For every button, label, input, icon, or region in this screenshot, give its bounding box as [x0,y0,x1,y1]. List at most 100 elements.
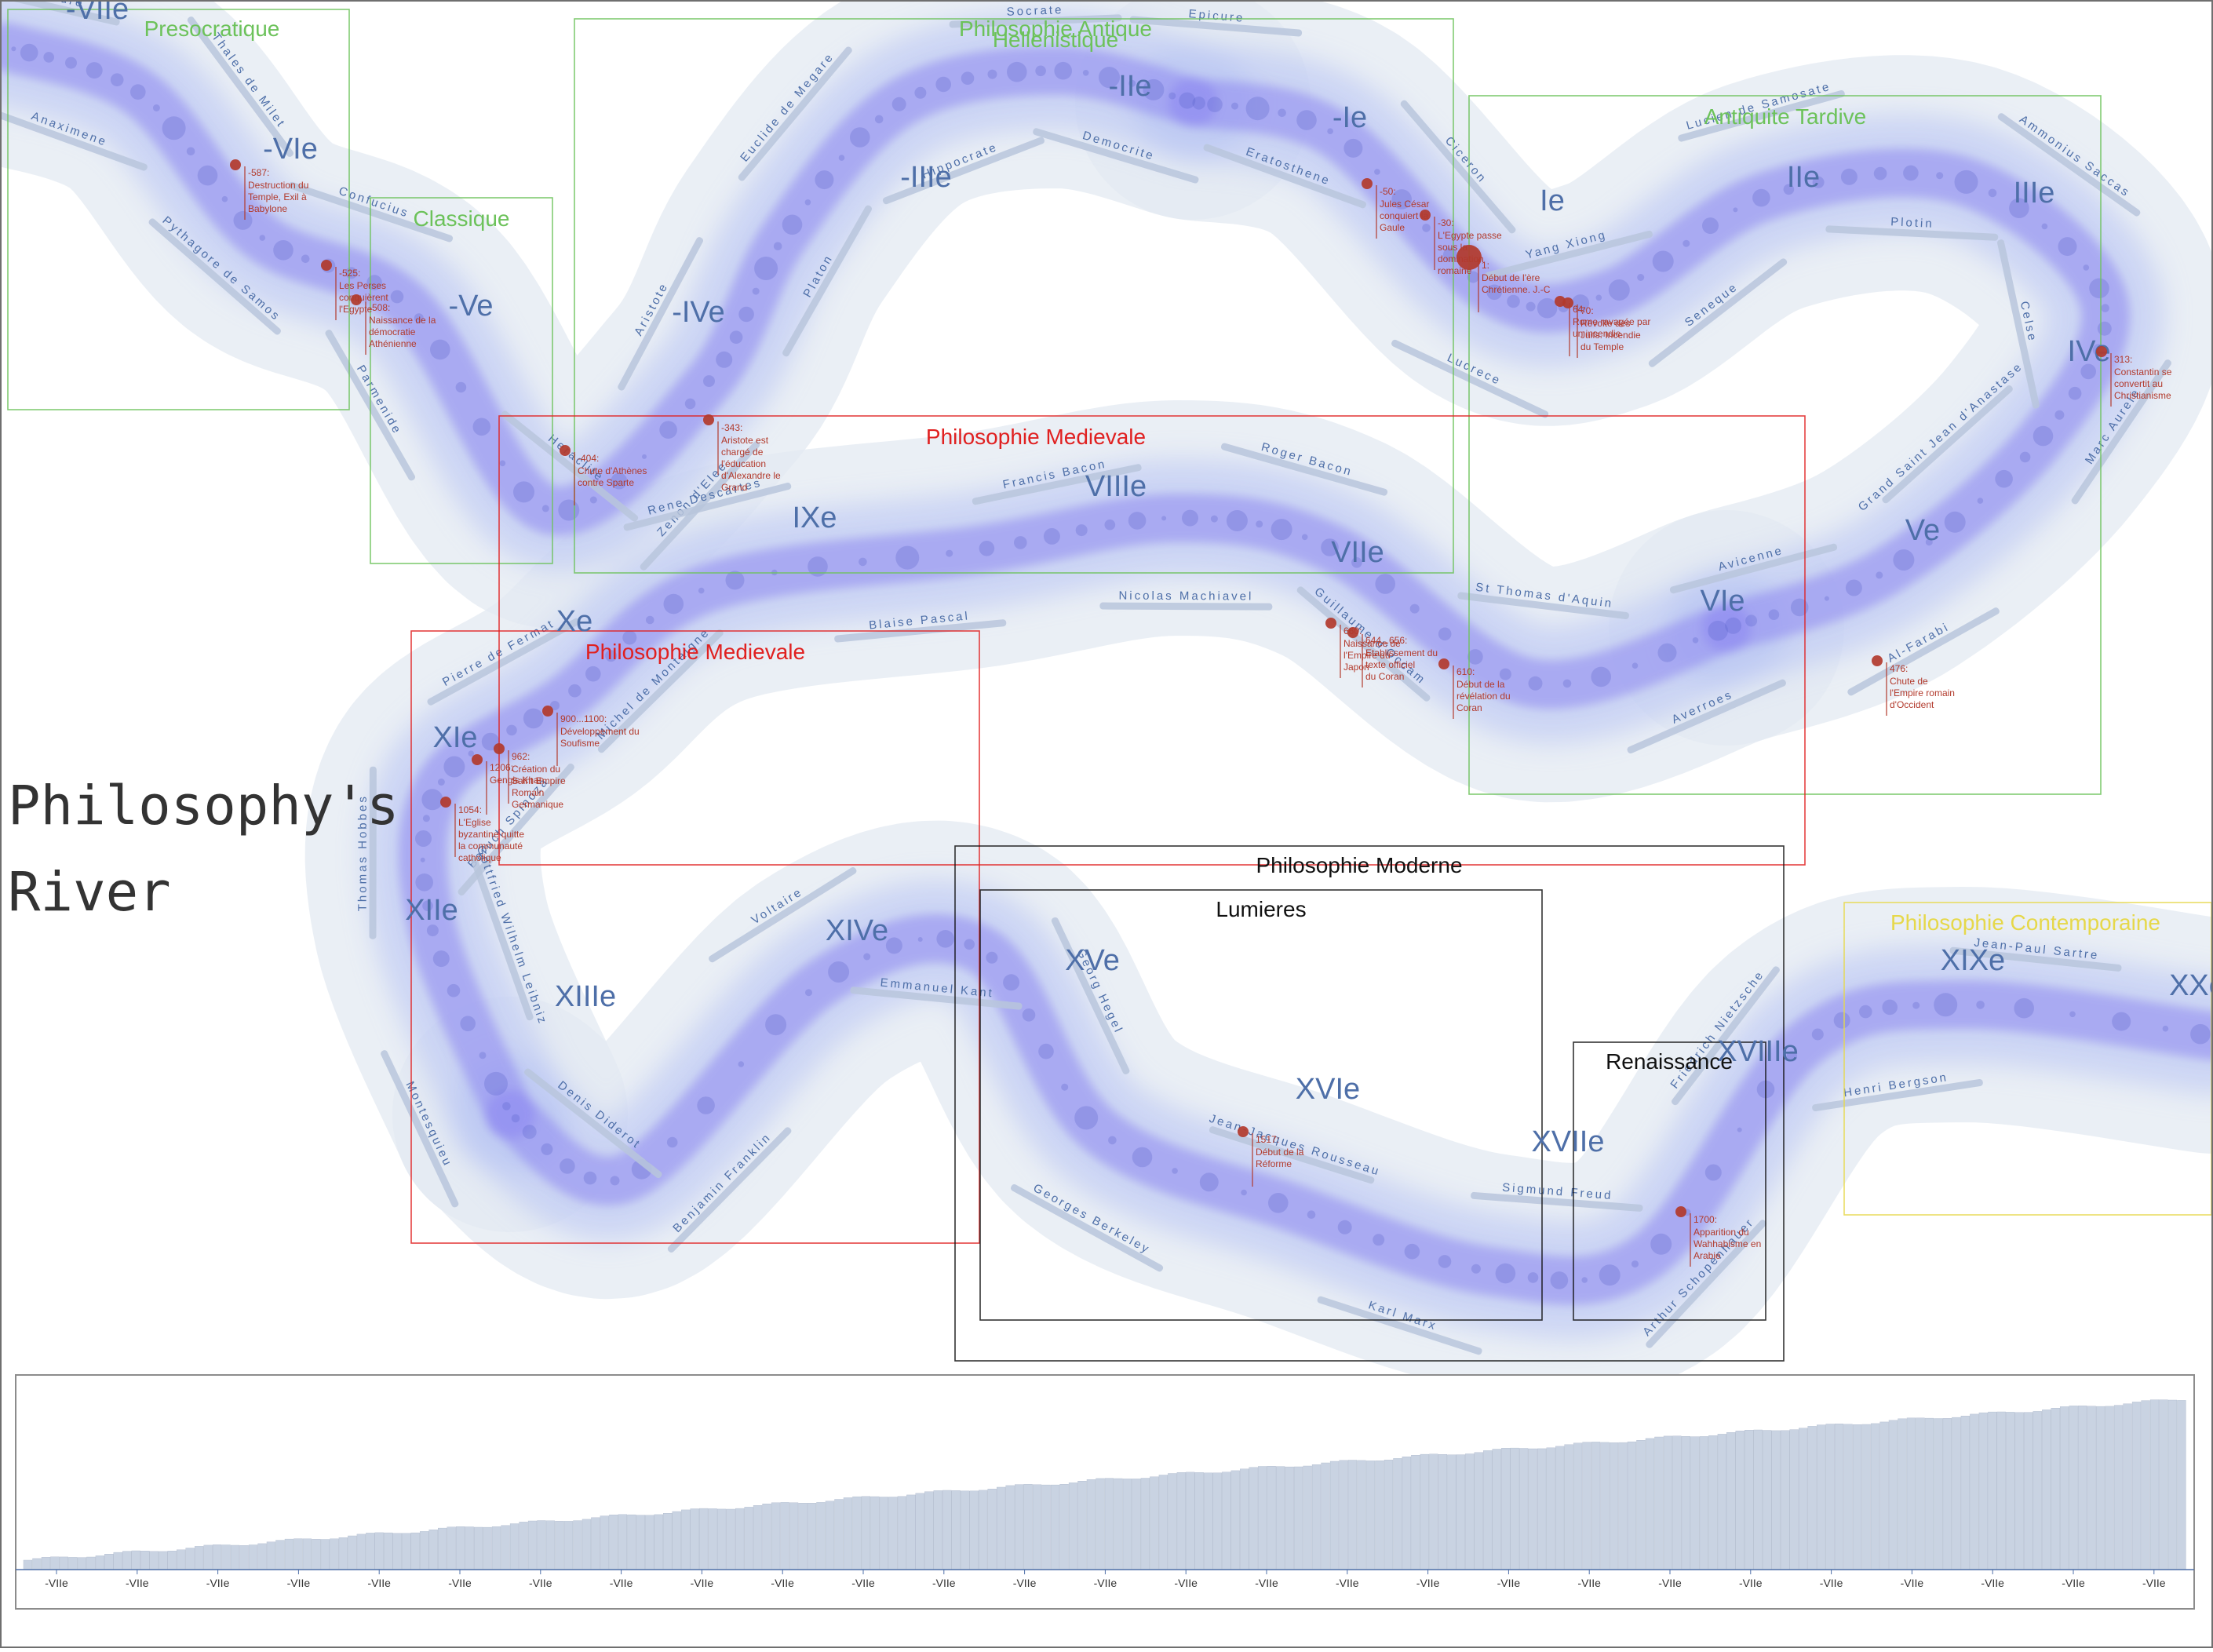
event-date: 476: [1890,663,1908,674]
idea-bubble [610,1176,620,1186]
period-label: Philosophie Medievale [585,640,805,664]
idea-bubble [447,983,461,997]
philosopher-socrate[interactable]: Socrate [949,1,1122,28]
event-marker[interactable] [1675,1206,1686,1217]
event-marker[interactable] [321,260,332,271]
philosopher-celse[interactable]: Celse [1996,236,2053,410]
event-marker[interactable] [1872,655,1883,666]
period-presocratique[interactable]: Presocratique [7,9,350,410]
histogram-bar [1591,1442,1601,1570]
philosopher-emmanuel-kant[interactable]: Emmanuel Kant [850,973,1023,1010]
event-marker[interactable] [1362,178,1373,189]
philosopher-epicure[interactable]: Epicure [1129,2,1303,37]
histogram-bar [2006,1412,2015,1570]
idea-bubble [1054,61,1072,80]
idea-bubble [437,779,445,786]
event-marker[interactable] [351,294,362,305]
period-classique[interactable]: Classique [370,197,553,564]
event-marker[interactable] [2096,346,2107,357]
idea-bubble [421,789,443,811]
period-moderne[interactable]: Philosophie Moderne [954,845,1785,1362]
timeline-tick-label: -VIIe [851,1577,875,1589]
histogram-bar [2042,1409,2051,1570]
event-marker[interactable] [1238,1126,1249,1137]
event-marker[interactable] [1438,658,1449,669]
event-marker[interactable] [703,414,714,425]
philosopher-avicenne[interactable]: Avicenne [1666,530,1838,594]
idea-bubble [1783,184,1795,195]
histogram-bar [1150,1476,1159,1570]
idea-bubble [221,195,228,202]
period-medievale2[interactable]: Philosophie Medievale [410,630,980,1244]
event-marker[interactable] [1420,210,1431,221]
idea-bubble [2054,410,2065,420]
event-marker[interactable] [1555,296,1566,307]
century-label-viiie: VIIIe [1085,470,1147,503]
period-hellenistique[interactable]: Hellenistique [993,27,1118,52]
century-label-xive: XIVe [826,914,888,947]
event-marker[interactable] [1325,618,1336,629]
philosopher-plotin[interactable]: Plotin [1825,212,1999,241]
idea-bubble [1903,165,1919,181]
histogram-bar [897,1496,907,1570]
histogram-bar [1267,1465,1276,1570]
idea-bubble [1422,224,1431,232]
philosopher-nicolas-machiavel[interactable]: Nicolas Machiavel [1099,589,1273,611]
period-box [410,630,980,1244]
histogram-bar [410,1532,420,1570]
period-lumieres[interactable]: Lumieres [979,889,1543,1321]
period-tardive[interactable]: Antiquite Tardive [1468,95,2102,795]
idea-bubble [1859,1005,1872,1019]
timeline-tick-label: -VIIe [448,1577,472,1589]
idea-bubble [511,1114,520,1123]
idea-bubble [684,398,696,410]
period-renaissance[interactable]: Renaissance [1573,1041,1766,1321]
event-marker[interactable] [494,743,505,754]
histogram-bar [527,1520,538,1570]
idea-bubble [1657,643,1677,662]
app-title: Philosophy's River [8,775,432,924]
timeline-histogram[interactable]: -VIIe-VIIe-VIIe-VIIe-VIIe-VIIe-VIIe-VIIe… [15,1374,2195,1610]
event-marker[interactable] [440,797,451,808]
period-medievale1[interactable]: Philosophie Medievale [498,415,1806,866]
idea-bubble [773,242,782,251]
histogram-bar [2159,1399,2168,1570]
histogram-bar [420,1531,429,1570]
idea-bubble [1074,1106,1099,1130]
histogram-bar [1781,1430,1790,1570]
idea-bubble [1035,65,1046,77]
event-date: 660: [1343,625,1362,636]
event-marker[interactable] [542,706,553,717]
event-marker[interactable] [1347,627,1358,638]
histogram-bar [221,1544,231,1570]
event-marker[interactable] [1456,245,1482,270]
idea-bubble [415,830,432,847]
event-marker[interactable] [472,754,483,765]
event-1206[interactable]: 1206:Gengis Khan [472,754,544,815]
event-marker[interactable] [560,445,571,456]
event-marker[interactable] [230,159,241,170]
philosopher-thomas-hobbes[interactable]: Thomas Hobbes [356,766,377,939]
idea-bubble [987,69,997,79]
period-antique[interactable]: Philosophie Antique [574,16,1454,574]
